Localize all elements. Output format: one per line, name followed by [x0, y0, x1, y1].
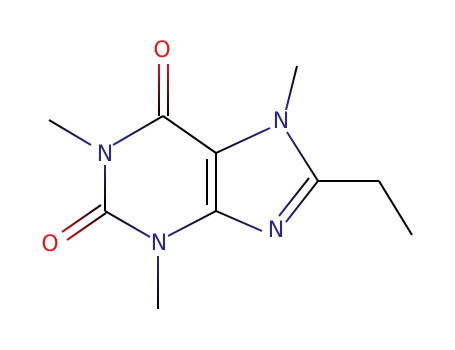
bond-c2-o2 [61, 204, 102, 233]
bond-n9-c4 [215, 210, 263, 232]
bond-c6-n1 [112, 115, 164, 146]
atom-o6-label: O [153, 38, 170, 63]
bond-c5-c6 [162, 115, 217, 154]
atom-n9-label: N [268, 218, 284, 243]
atom-n3-label: N [151, 231, 167, 256]
bond-n1-methyl [48, 119, 92, 146]
bond-n7-methyl [285, 65, 298, 111]
bond-c2-n3 [104, 210, 151, 238]
bond-c8-n9-inner [278, 177, 310, 217]
atom-n1-label: N [97, 142, 113, 167]
atom-n7-label: N [273, 109, 289, 134]
bond-n7-c8 [286, 131, 319, 182]
bond-c5-n7 [215, 127, 271, 154]
bond-c2-o2-second [66, 212, 107, 241]
bond-n3-c4 [167, 210, 217, 237]
bond-ethyl-ch2-ch3 [378, 180, 413, 236]
bond-c8-n9 [285, 180, 319, 223]
atom-o2-label: O [41, 232, 58, 257]
